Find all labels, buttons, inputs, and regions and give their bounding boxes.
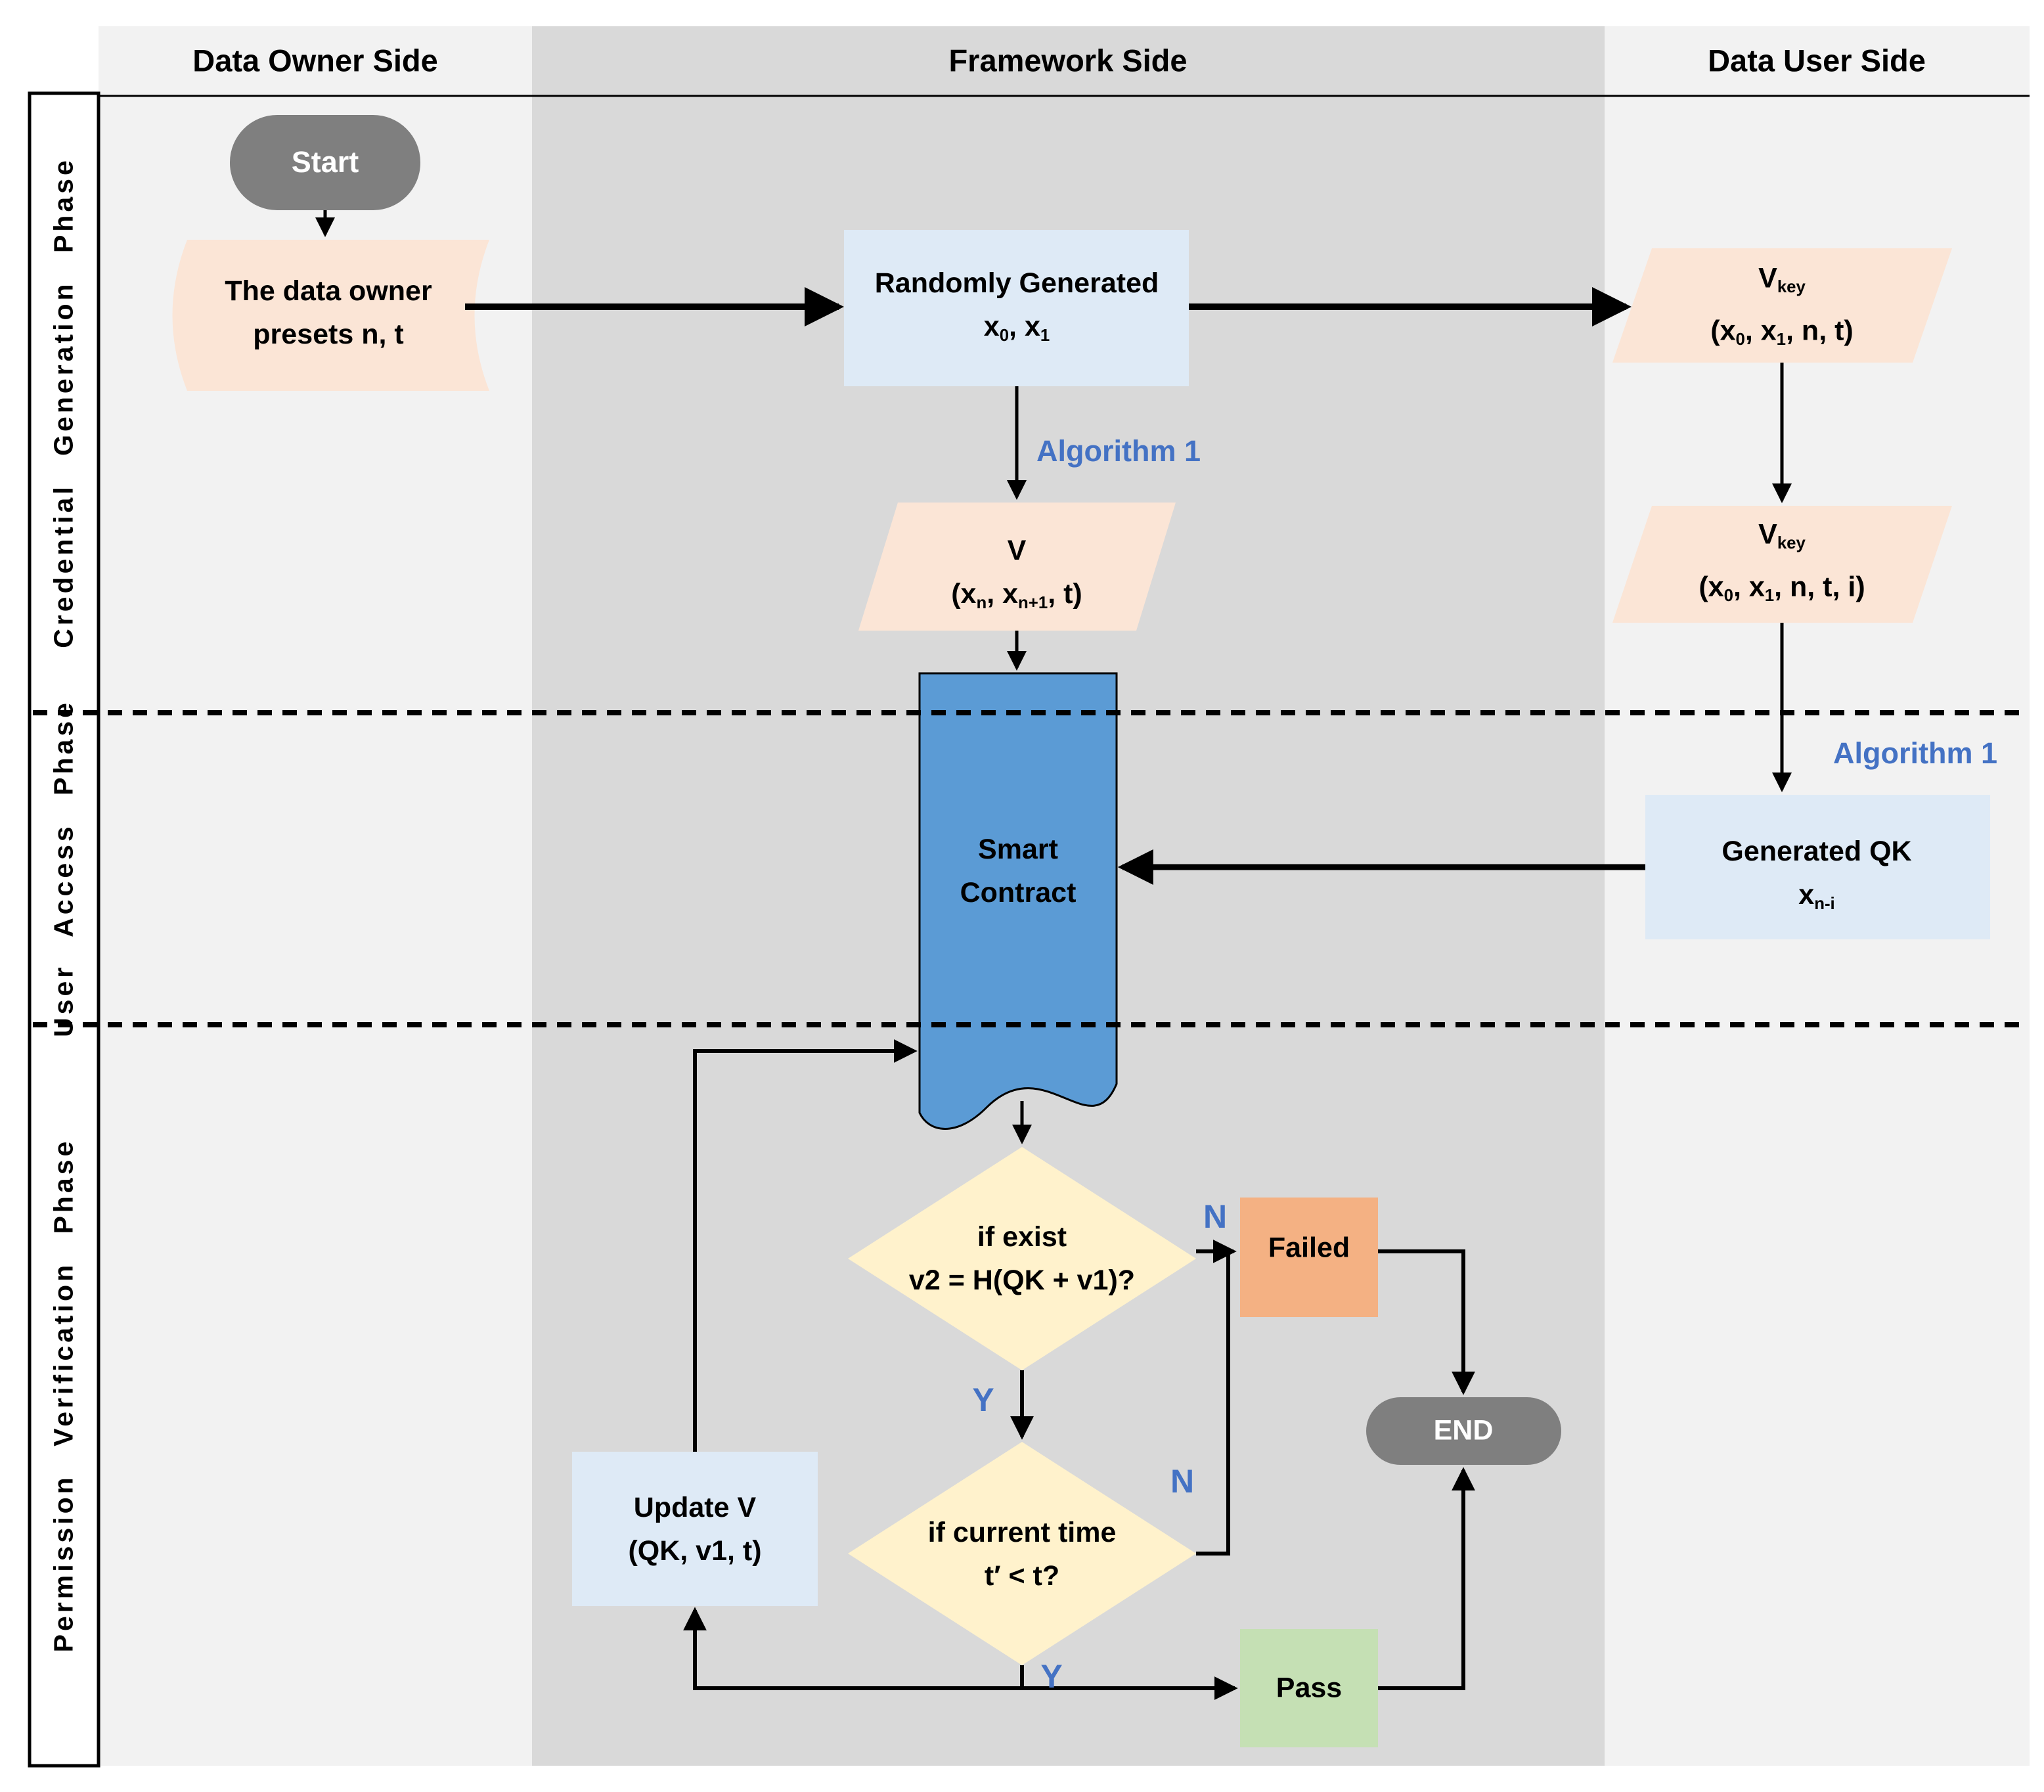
v-credential-shape xyxy=(858,503,1176,631)
vkey-credential-label: Vkey (x0, x1, n, t) xyxy=(1710,262,1854,349)
v-credential-label: V (xn, xn+1, t) xyxy=(951,535,1082,612)
edge-label-y-time: Y xyxy=(1040,1658,1063,1695)
header-data-user-side: Data User Side xyxy=(1708,43,1926,78)
randomly-generated-label: Randomly Generated x0, x1 xyxy=(874,267,1159,345)
vkey-user-label: Vkey (x0, x1, n, t, i) xyxy=(1699,518,1865,605)
vkey-credential-shape xyxy=(1612,248,1952,363)
connector-time-y-to-update xyxy=(683,1607,1024,1690)
owner-presets-shape xyxy=(172,240,489,391)
update-v-shape xyxy=(572,1452,818,1606)
decision-exist-shape xyxy=(848,1147,1196,1370)
algorithm1-framework-label: Algorithm 1 xyxy=(1036,434,1201,468)
header-framework-side: Framework Side xyxy=(948,43,1188,78)
generated-qk-shape xyxy=(1645,795,1990,939)
failed-label: Failed xyxy=(1268,1232,1350,1264)
pass-shape xyxy=(1240,1629,1378,1747)
algorithm1-user-label: Algorithm 1 xyxy=(1833,736,1998,770)
connector-time-n-to-failed xyxy=(1196,1253,1230,1556)
phase-credential-generation: Credential Generation Phase xyxy=(48,157,79,648)
start-node-shape xyxy=(230,115,420,210)
decision-time-shape xyxy=(848,1442,1196,1665)
pass-label: Pass xyxy=(1276,1672,1343,1704)
smart-contract-shape xyxy=(918,672,1118,1130)
phase-user-access: User Access Phase xyxy=(48,700,79,1037)
header-data-owner-side: Data Owner Side xyxy=(192,43,438,78)
failed-shape xyxy=(1240,1198,1378,1317)
decision-time-label: if current time t′ < t? xyxy=(927,1517,1117,1592)
start-node-label: Start xyxy=(291,145,359,179)
end-node-label: END xyxy=(1433,1414,1494,1446)
decision-exist-label: if exist v2 = H(QK + v1)? xyxy=(908,1221,1136,1296)
phase-sidebar xyxy=(28,91,100,1768)
edge-label-y-exist: Y xyxy=(972,1381,994,1418)
owner-presets-label: The data owner presets n, t xyxy=(225,275,432,350)
update-v-label: Update V (QK, v1, t) xyxy=(628,1492,762,1567)
phase-permission-verification: Permission Verification Phase xyxy=(48,1138,79,1653)
edge-label-n-exist: N xyxy=(1203,1198,1228,1235)
end-node-shape xyxy=(1366,1397,1561,1465)
randomly-generated-shape xyxy=(844,230,1189,386)
vkey-user-shape xyxy=(1612,506,1952,623)
smart-contract-label: Smart Contract xyxy=(960,834,1077,908)
generated-qk-label: Generated QK xn-i xyxy=(1722,836,1912,913)
connector-failed-to-end xyxy=(1378,1249,1475,1395)
connector-update-to-contract xyxy=(693,1039,918,1452)
connector-pass-to-end xyxy=(1378,1467,1475,1690)
edge-label-n-time: N xyxy=(1170,1463,1195,1500)
